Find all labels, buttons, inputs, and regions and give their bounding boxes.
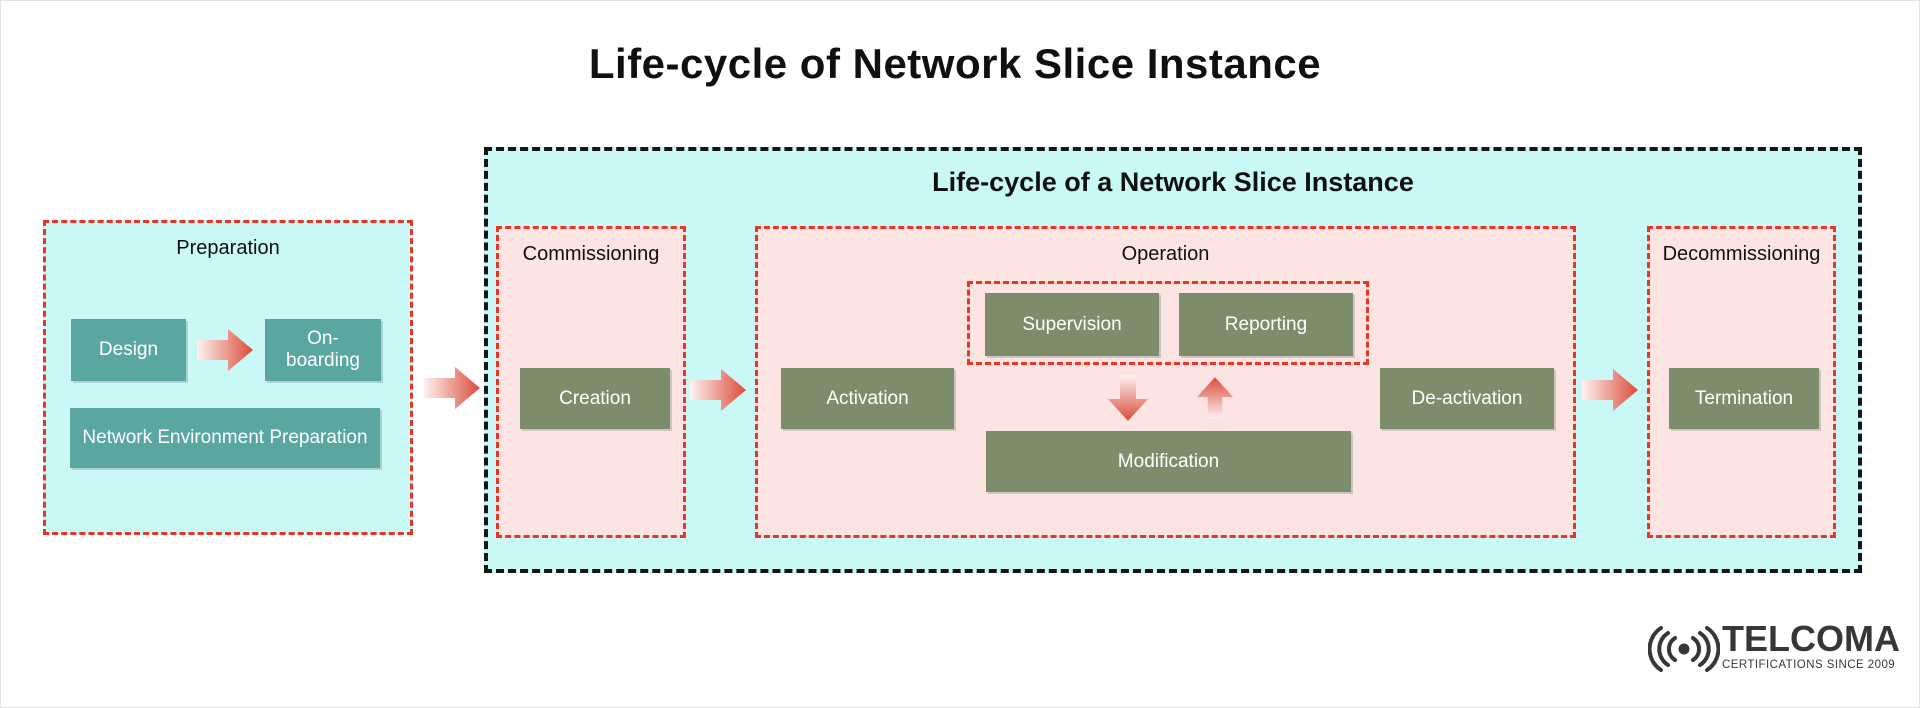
reporting-box: Reporting [1179, 293, 1353, 356]
creation-box: Creation [520, 368, 670, 429]
lifecycle-title: Life-cycle of a Network Slice Instance [932, 167, 1414, 197]
page-title: Life-cycle of Network Slice Instance [588, 40, 1322, 87]
design-box: Design [71, 319, 186, 381]
network-environment-preparation-box: Network Environment Preparation [70, 408, 380, 468]
operation-label: Operation [1121, 243, 1210, 265]
preparation-section: Preparation Design On-boarding Network E… [43, 220, 413, 535]
arrow-right-icon [197, 326, 253, 374]
arrow-right-icon [424, 364, 480, 412]
termination-box: Termination [1669, 368, 1819, 429]
logo-brand-text: TELCOMA [1722, 618, 1900, 660]
lifecycle-section: Life-cycle of a Network Slice Instance C… [484, 147, 1862, 573]
decommissioning-label: Decommissioning [1662, 243, 1821, 265]
commissioning-section: Commissioning Creation [496, 226, 686, 538]
signal-icon [1648, 626, 1720, 672]
deactivation-box: De-activation [1380, 368, 1554, 429]
supervision-box: Supervision [985, 293, 1159, 356]
arrow-right-icon [1582, 366, 1638, 414]
onboarding-box: On-boarding [265, 319, 381, 381]
arrow-up-icon [1196, 375, 1234, 421]
supervision-reporting-group: Supervision Reporting [967, 281, 1369, 365]
operation-section: Operation Activation Supervision Reporti… [755, 226, 1576, 538]
modification-box: Modification [986, 431, 1351, 492]
preparation-label: Preparation [176, 237, 280, 259]
arrow-right-icon [690, 366, 746, 414]
arrow-down-icon [1107, 375, 1149, 421]
commissioning-label: Commissioning [522, 243, 660, 265]
logo-tagline-text: CERTIFICATIONS SINCE 2009 [1722, 658, 1896, 671]
telcoma-logo: TELCOMA CERTIFICATIONS SINCE 2009 [1648, 616, 1900, 678]
activation-box: Activation [781, 368, 954, 429]
decommissioning-section: Decommissioning Termination [1647, 226, 1836, 538]
